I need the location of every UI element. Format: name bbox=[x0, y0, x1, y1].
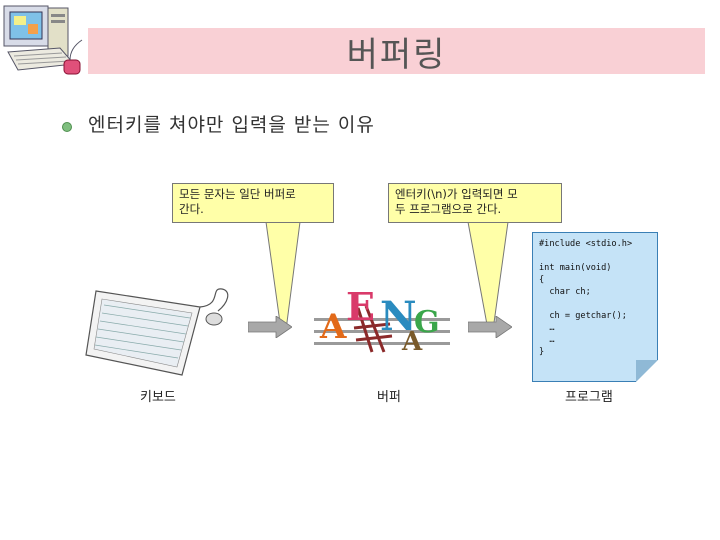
code-line-1: #include <stdio.h> bbox=[539, 239, 633, 249]
callout-buffer: 모든 문자는 일단 버퍼로 간다. bbox=[172, 183, 334, 223]
callout-1-line1: 모든 문자는 일단 버퍼로 bbox=[179, 187, 296, 201]
buffer-label: 버퍼 bbox=[377, 390, 401, 405]
code-line-9: … bbox=[539, 335, 555, 345]
code-line-4: { bbox=[539, 275, 545, 285]
slide-title: 버퍼링 bbox=[346, 34, 447, 75]
page-fold-corner bbox=[636, 360, 658, 382]
buffer-letter-n: N bbox=[380, 293, 417, 340]
code-line-5: char ch; bbox=[539, 287, 591, 297]
buffer-letter-e: E bbox=[346, 284, 375, 329]
code-line-7: ch = getchar(); bbox=[539, 311, 627, 321]
buffer-letter-a1: A bbox=[319, 307, 347, 347]
program-label: 프로그램 bbox=[565, 390, 613, 405]
callout-2-line2: 두 프로그램으로 간다. bbox=[395, 202, 502, 216]
callout-2-line1: 엔터키(\n)가 입력되면 모 bbox=[395, 187, 518, 201]
bullet-text: 엔터키를 쳐야만 입력을 받는 이유 bbox=[88, 114, 375, 136]
code-line-10: } bbox=[539, 347, 545, 357]
code-line-2 bbox=[539, 250, 651, 262]
program-code-page: #include <stdio.h> int main(void) { char… bbox=[532, 232, 658, 382]
code-line-8: … bbox=[539, 323, 555, 333]
arrow-keyboard-to-buffer bbox=[248, 316, 292, 338]
keyboard-icon bbox=[85, 288, 229, 376]
buffer-letters-icon: A E N G A bbox=[314, 284, 450, 356]
computer-clipart-icon bbox=[3, 5, 83, 75]
code-line-6 bbox=[539, 298, 651, 310]
keyboard-label: 키보드 bbox=[140, 390, 176, 405]
callout-2-tail bbox=[467, 221, 509, 331]
title-banner: 버퍼링 bbox=[88, 28, 705, 75]
buffer-letter-g: G bbox=[414, 305, 440, 340]
arrow-buffer-to-program bbox=[468, 316, 512, 338]
callout-1-tail bbox=[265, 221, 301, 331]
code-line-3: int main(void) bbox=[539, 263, 612, 273]
callout-1-line2: 간다. bbox=[179, 202, 204, 216]
bullet-icon bbox=[62, 122, 72, 132]
callout-enter: 엔터키(\n)가 입력되면 모 두 프로그램으로 간다. bbox=[388, 183, 562, 223]
buffer-letter-a2: A bbox=[401, 327, 423, 356]
